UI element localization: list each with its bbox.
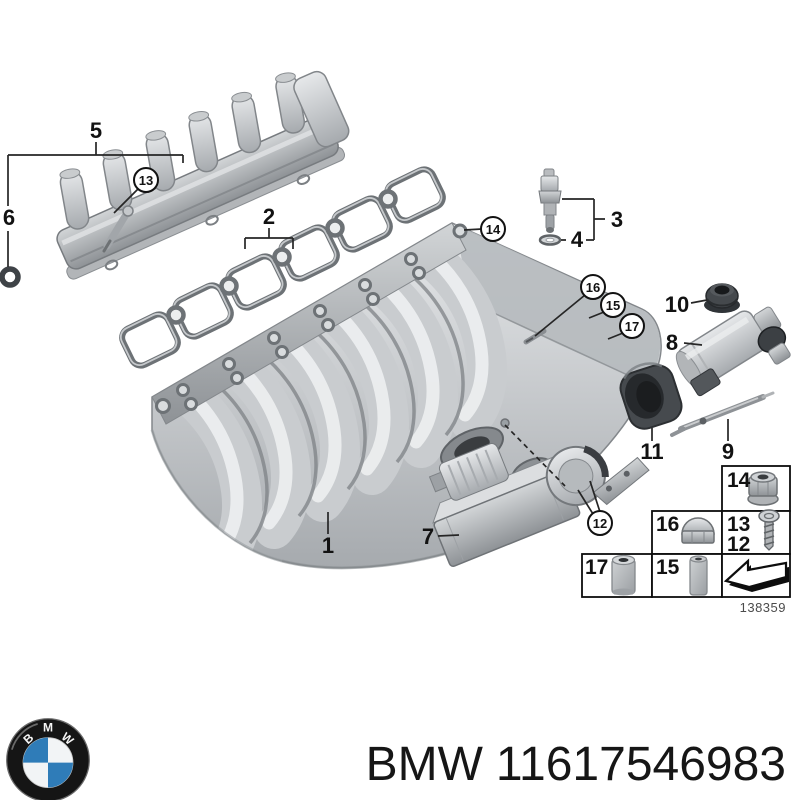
rubber-holder xyxy=(619,362,683,430)
callout-6: 6 xyxy=(2,205,16,230)
rail-mounting-screw xyxy=(102,205,134,253)
cap-nut-icon xyxy=(681,517,715,544)
legend-label-16: 16 xyxy=(656,513,680,536)
idle-control-valve xyxy=(675,306,791,397)
temperature-sensor xyxy=(538,168,562,233)
direction-arrow-icon xyxy=(723,558,789,592)
callout-4: 4 xyxy=(570,227,584,252)
callout-12: 12 xyxy=(587,510,613,536)
legend-table xyxy=(581,465,791,598)
bushing-sleeve-icon xyxy=(611,554,636,596)
fuel-rail-cover xyxy=(56,70,350,280)
screw-icon xyxy=(758,509,780,551)
callout-1: 1 xyxy=(321,533,335,558)
bmw-logo: B M W xyxy=(6,718,90,800)
callout-10: 10 xyxy=(664,292,690,317)
guide-rod xyxy=(670,391,775,437)
roundel-quadrant xyxy=(48,762,73,788)
callout-7: 7 xyxy=(421,524,435,549)
flange-nut-icon xyxy=(747,471,779,506)
drawing-number: 138359 xyxy=(739,600,786,615)
leader-lines xyxy=(7,142,729,537)
legend-label-15: 15 xyxy=(656,556,680,579)
callout-9: 9 xyxy=(721,439,735,464)
callout-16: 16 xyxy=(580,274,606,300)
logo-letter-m: M xyxy=(43,721,53,735)
intake-manifold xyxy=(150,222,662,570)
callout-13: 13 xyxy=(133,167,159,193)
callout-2: 2 xyxy=(262,204,276,229)
sealing-washer xyxy=(538,234,562,246)
port-gaskets xyxy=(119,166,446,369)
spacer-sleeve-icon xyxy=(689,555,708,596)
brand-text: BMW xyxy=(365,738,483,791)
callout-11: 11 xyxy=(640,439,664,464)
callout-3: 3 xyxy=(610,207,624,232)
callout-5: 5 xyxy=(89,118,103,143)
part-number-text: 11617546983 xyxy=(495,738,786,791)
callout-15: 15 xyxy=(600,292,626,318)
callout-8: 8 xyxy=(665,330,679,355)
o-ring xyxy=(0,266,21,288)
callout-14: 14 xyxy=(480,216,506,242)
legend-label-13: 13 xyxy=(727,513,751,536)
legend-label-12: 12 xyxy=(727,533,751,556)
roundel-quadrant xyxy=(23,737,48,763)
legend-label-17: 17 xyxy=(585,556,609,579)
callout-17: 17 xyxy=(619,313,645,339)
throttle-actuator xyxy=(428,443,650,567)
manifold-stud xyxy=(523,328,547,345)
legend-label-14: 14 xyxy=(727,469,751,492)
rubber-grommet xyxy=(704,283,740,313)
